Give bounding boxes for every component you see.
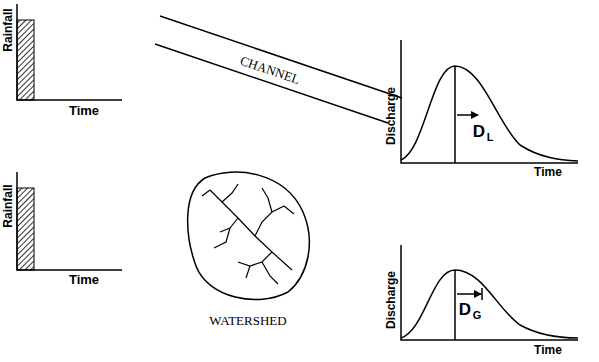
axis-label: Time — [534, 166, 562, 178]
axis-label: Time — [69, 273, 99, 286]
watershed-label: WATERSHED — [209, 314, 286, 327]
duration-subscript: L — [487, 132, 494, 143]
axis-label: Rainfall — [2, 8, 14, 51]
axis-label: Discharge — [385, 271, 397, 329]
channel-label: CHANNEL — [239, 54, 302, 86]
axis-label: Time — [534, 344, 562, 356]
duration-subscript: G — [473, 310, 482, 321]
axis-label: Rainfall — [2, 184, 14, 227]
duration-symbol: D — [459, 301, 471, 318]
axis-label: Discharge — [385, 87, 397, 145]
duration-symbol: D — [473, 123, 485, 140]
axis-label: Time — [69, 104, 99, 117]
